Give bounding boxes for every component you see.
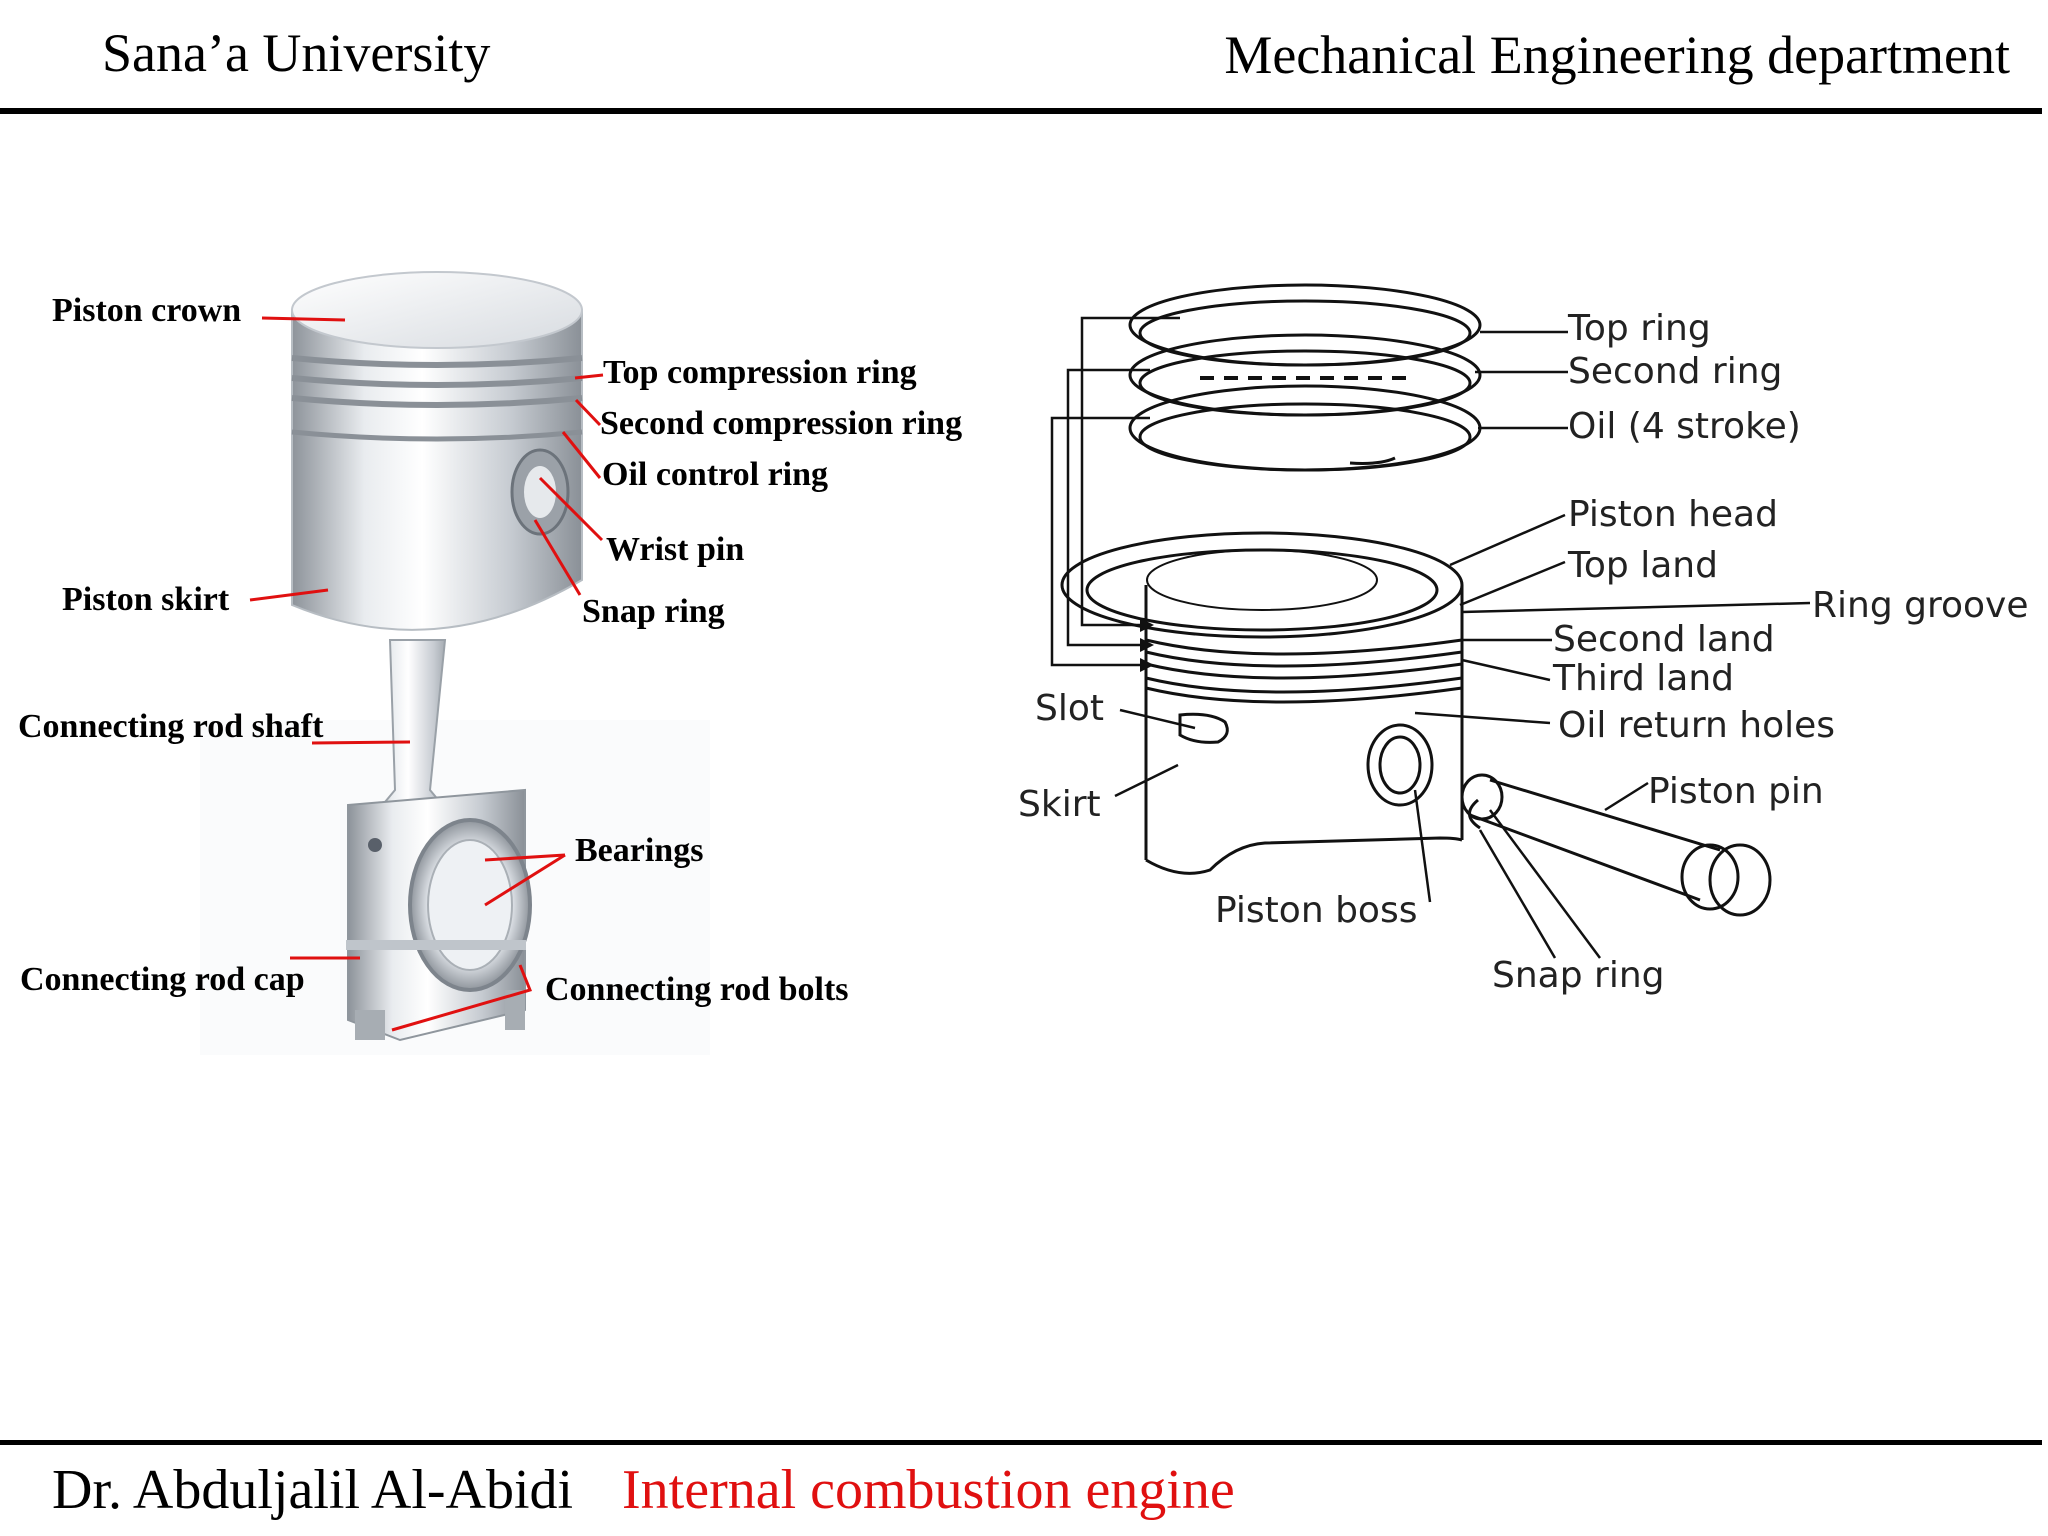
left-leader-lines	[249, 316, 604, 1032]
label-oil-ring: Oil (4 stroke)	[1568, 406, 1801, 447]
university-title: Sana’a University	[102, 23, 491, 83]
label-bearings: Bearings	[575, 832, 703, 869]
label-ring-groove: Ring groove	[1812, 585, 2029, 626]
label-second-ring: Second ring	[1568, 351, 1782, 392]
label-top-land: Top land	[1567, 545, 1718, 586]
left-labels: Piston crown Top compression ring Second…	[18, 292, 962, 1008]
label-snap-ring-right: Snap ring	[1492, 955, 1665, 996]
footer-rule	[0, 1440, 2042, 1445]
label-oil-return-holes: Oil return holes	[1558, 705, 1835, 746]
label-oil-control-ring: Oil control ring	[602, 456, 828, 493]
course-title: Internal combustion engine	[622, 1459, 1235, 1521]
label-piston-head: Piston head	[1568, 494, 1778, 535]
label-piston-skirt: Piston skirt	[62, 581, 230, 618]
piston-line-drawing	[1060, 283, 1772, 917]
label-piston-boss: Piston boss	[1215, 890, 1417, 931]
label-piston-crown: Piston crown	[52, 292, 241, 329]
label-connecting-rod-shaft: Connecting rod shaft	[18, 708, 324, 745]
label-connecting-rod-cap: Connecting rod cap	[20, 961, 305, 998]
label-second-land: Second land	[1553, 619, 1775, 660]
department-title: Mechanical Engineering department	[1224, 25, 2010, 85]
author-name: Dr. Abduljalil Al-Abidi	[52, 1459, 574, 1521]
label-snap-ring-left: Snap ring	[582, 593, 725, 630]
label-third-land: Third land	[1552, 658, 1734, 699]
label-slot: Slot	[1035, 688, 1104, 729]
label-connecting-rod-bolts: Connecting rod bolts	[545, 971, 849, 1008]
label-skirt: Skirt	[1018, 784, 1101, 825]
label-top-ring: Top ring	[1567, 308, 1711, 349]
label-second-compression-ring: Second compression ring	[600, 405, 962, 442]
label-top-compression-ring: Top compression ring	[603, 354, 917, 391]
right-leader-lines	[1050, 316, 1811, 959]
piston-rod-illustration	[200, 271, 710, 1055]
label-wrist-pin: Wrist pin	[606, 531, 744, 568]
right-labels: Top ring Second ring Oil (4 stroke) Pist…	[1018, 308, 2029, 996]
header-rule	[0, 108, 2042, 114]
label-piston-pin: Piston pin	[1648, 771, 1824, 812]
